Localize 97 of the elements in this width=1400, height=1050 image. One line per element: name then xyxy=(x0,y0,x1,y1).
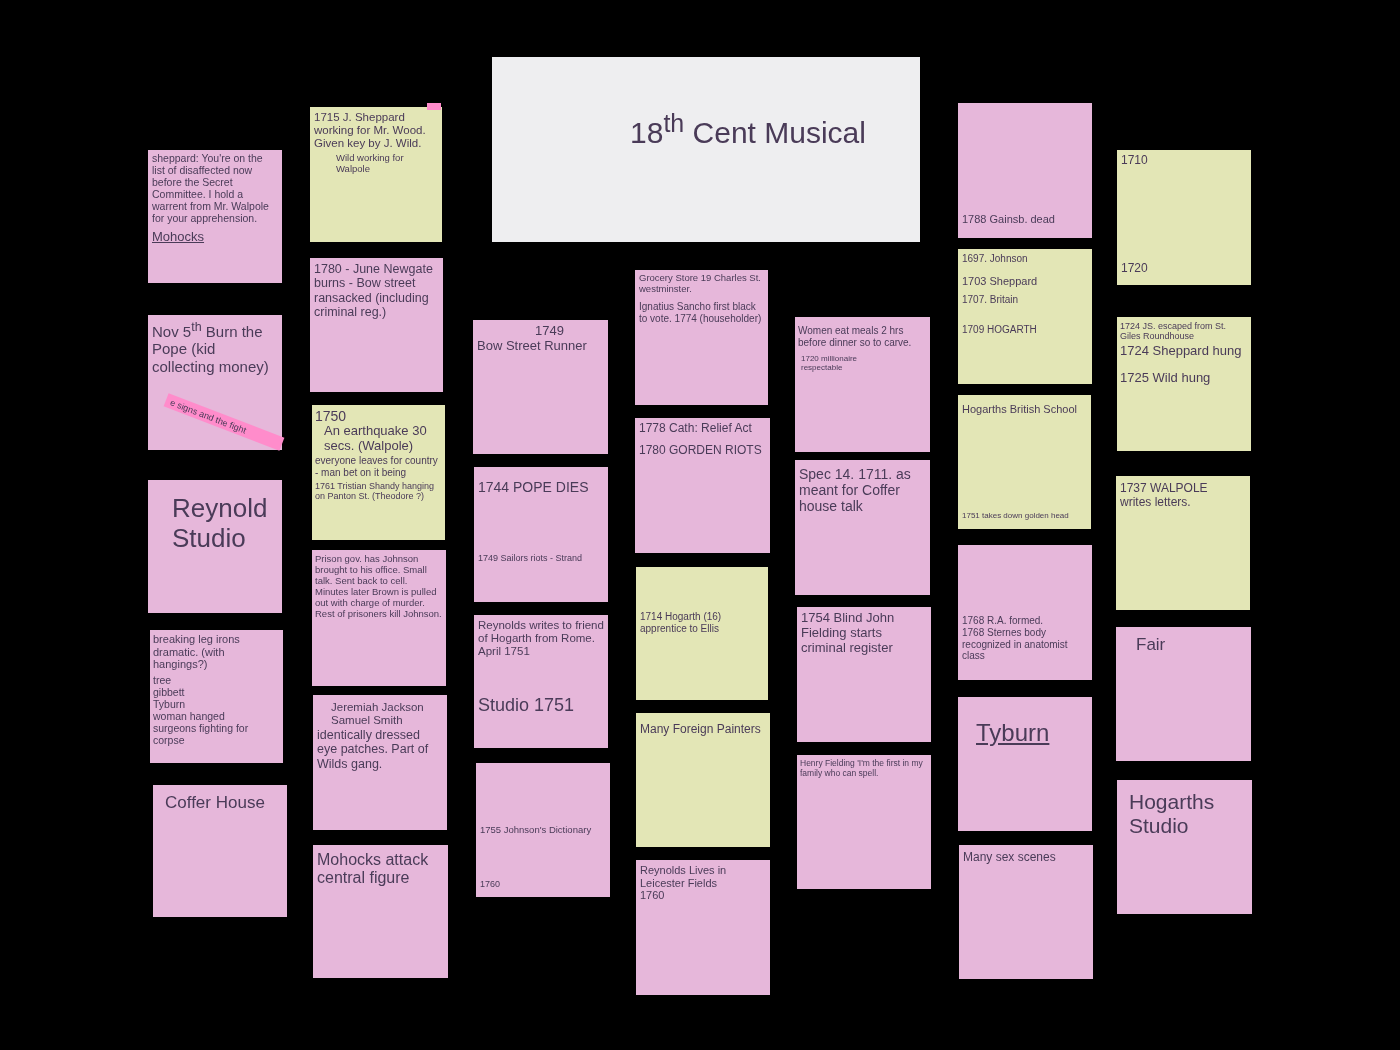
note-text: 1788 Gainsb. dead xyxy=(962,213,1055,226)
note-text: Prison gov. has Johnson brought to his office. Small talk. Sent back to cell. Minutes later Brown is pulled out with charge of murder. Rest of prisoners kill Johnson. xyxy=(315,554,442,620)
note-text: Wild working for Walpole xyxy=(336,153,405,175)
note-text: Tyburn xyxy=(976,719,1050,747)
note-text: 1749 Sailors riots - Strand xyxy=(478,553,583,564)
note-text: Fair xyxy=(1136,635,1166,655)
note-text: Women eat meals 2 hrs before dinner so to carve. xyxy=(798,325,913,348)
sticky-note xyxy=(310,258,443,392)
sticky-note xyxy=(795,317,930,452)
note-text: Reynold Studio xyxy=(172,494,269,554)
sticky-note xyxy=(148,150,282,283)
note-text: Nov 5$^{th}$ Burn the Pope (kid collecting money) xyxy=(152,320,270,375)
sticky-note xyxy=(1116,476,1250,610)
title-card xyxy=(492,57,920,242)
note-text: 1760 xyxy=(480,879,501,890)
note-text: gibbett xyxy=(153,686,185,699)
note-text: 1737 WALPOLE writes letters. xyxy=(1120,482,1209,510)
note-text: 1697. Johnson xyxy=(962,253,1028,265)
sticky-note xyxy=(958,395,1091,529)
note-text: 1755 Johnson's Dictionary xyxy=(480,825,592,836)
note-text: breaking leg irons dramatic. (with hangings?) xyxy=(153,633,241,671)
note-text: 1761 Tristian Shandy hanging on Panton St. (Theodore ?) xyxy=(315,481,436,502)
sticky-note xyxy=(797,607,931,742)
note-text: everyone leaves for country - man bet on it being xyxy=(315,455,439,478)
sticky-note xyxy=(476,763,610,897)
sticky-note xyxy=(635,418,770,553)
sticky-note xyxy=(958,103,1092,238)
note-text: Hogarths British School xyxy=(962,403,1077,416)
note-text: 1703 Sheppard xyxy=(962,275,1038,288)
sticky-note xyxy=(312,550,446,686)
note-text: Reynolds writes to friend of Hogarth from Rome. April 1751 xyxy=(478,619,604,659)
note-text: 1750 xyxy=(315,408,347,425)
note-text: 1724 JS. escaped from St. Giles Roundhouse xyxy=(1120,321,1228,342)
note-text: woman hanged xyxy=(153,710,225,723)
note-text: 1725 Wild hung xyxy=(1120,371,1211,386)
note-text: 1778 Cath: Relief Act xyxy=(639,422,752,436)
sticky-note xyxy=(312,405,445,540)
note-text: Ignatius Sancho first black to vote. 1774 (householder) xyxy=(639,301,763,324)
note-text: identically dressed eye patches. Part of Wilds gang. xyxy=(317,728,430,772)
sticky-note xyxy=(148,315,282,450)
note-text: tree xyxy=(153,674,172,687)
sticky-note xyxy=(958,697,1092,831)
sticky-note xyxy=(474,615,608,748)
sticky-note xyxy=(635,270,768,405)
note-text: 1780 GORDEN RIOTS xyxy=(639,444,762,458)
note-text: surgeons fighting for corpse xyxy=(153,722,250,747)
note-text: Studio 1751 xyxy=(478,695,575,716)
sticky-note xyxy=(153,785,287,917)
note-text: 1707. Britain xyxy=(962,294,1019,306)
note-text: 1749 xyxy=(535,324,564,339)
note-text: Tyburn xyxy=(153,698,186,711)
sticky-note xyxy=(958,249,1092,384)
note-text: 1744 POPE DIES xyxy=(478,479,589,496)
sticky-note xyxy=(1117,150,1251,285)
note-text: 1720 xyxy=(1121,262,1148,276)
note-text: 1715 J. Sheppard working for Mr. Wood. Given key by J. Wild. xyxy=(314,111,427,151)
note-text: An earthquake 30 secs. (Walpole) xyxy=(324,424,428,454)
sticky-note xyxy=(150,630,283,763)
sticky-note xyxy=(1117,780,1252,914)
note-text: Hogarths Studio xyxy=(1129,790,1216,839)
note-text: Coffer House xyxy=(165,793,265,813)
sticky-note xyxy=(958,545,1092,680)
sticky-note xyxy=(795,460,930,595)
note-text: Spec 14. 1711. as meant for Coffer house talk xyxy=(799,466,912,515)
title-text: 18$^{th}$ Cent Musical xyxy=(630,109,866,151)
note-text: 1720 millionaire respectable xyxy=(801,354,859,373)
sticky-note xyxy=(797,755,931,889)
sticky-note xyxy=(313,845,448,978)
sticky-note xyxy=(636,713,770,847)
sticky-note xyxy=(474,467,608,602)
note-text: Jeremiah Jackson Samuel Smith xyxy=(331,701,425,728)
note-text: Bow Street Runner xyxy=(477,339,587,354)
note-text: 1768 R.A. formed. xyxy=(962,615,1044,627)
note-text: sheppard: You're on the list of disaffected now before the Secret Committee. I hold a warrent from Mr. Walpole for your apprehension. xyxy=(152,152,270,225)
sticky-note xyxy=(636,567,768,700)
note-text: Henry Fielding 'I'm the first in my family who can spell. xyxy=(800,759,924,779)
note-text: Mohocks attack central figure xyxy=(317,851,430,888)
sticky-note xyxy=(959,845,1093,979)
sticky-note xyxy=(148,480,282,613)
note-text: Many Foreign Painters xyxy=(640,723,761,737)
note-text: 1714 Hogarth (16) apprentice to Ellis xyxy=(640,611,723,634)
sticky-note xyxy=(1116,627,1251,761)
note-text: Grocery Store 19 Charles St. westminster. xyxy=(639,273,762,295)
sticky-note xyxy=(636,860,770,995)
sticky-note xyxy=(1117,317,1251,451)
sticky-note xyxy=(473,320,608,454)
note-text: 1709 HOGARTH xyxy=(962,324,1037,336)
sticky-note xyxy=(313,695,447,830)
note-text: 1754 Blind John Fielding starts criminal register xyxy=(801,611,896,656)
note-text: Mohocks xyxy=(152,230,205,245)
note-text: Many sex scenes xyxy=(963,851,1056,865)
note-text: 1780 - June Newgate burns - Bow street ransacked (including criminal reg.) xyxy=(314,262,434,320)
note-text: Reynolds Lives in Leicester Fields 1760 xyxy=(640,864,728,902)
note-text: 1724 Sheppard hung xyxy=(1120,344,1242,359)
note-text: 1710 xyxy=(1121,154,1148,168)
note-text: 1768 Sternes body recognized in anatomist class xyxy=(962,627,1069,662)
note-text: 1751 takes down golden head xyxy=(962,511,1069,521)
